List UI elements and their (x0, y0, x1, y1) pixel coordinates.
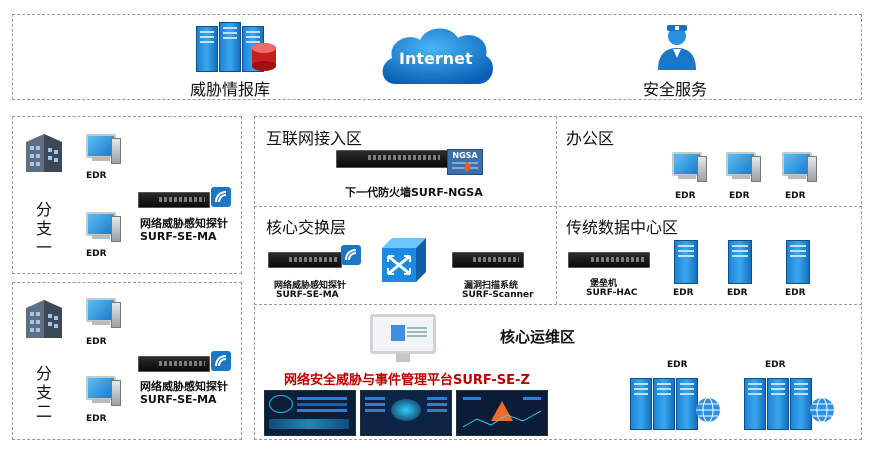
edr-computer-icon (86, 212, 121, 242)
core-switch-zone-title: 核心交换层 (266, 218, 347, 237)
security-service-icon (658, 25, 696, 70)
server-icon (728, 240, 752, 284)
core-switch-icon (382, 238, 426, 282)
platform-label: 网络安全威胁与事件管理平台SURF-SE-Z (284, 373, 530, 388)
probe-badge-icon (341, 245, 361, 265)
edr-computer-icon (86, 298, 121, 328)
dashboard-thumbnail (264, 390, 356, 436)
dashboard-thumbnail (360, 390, 452, 436)
ngsa-badge-text: NGSA (452, 151, 478, 160)
edr-computer-icon (672, 152, 707, 182)
hq-zone (254, 116, 862, 440)
dc-zone-title: 传统数据中心区 (566, 218, 679, 237)
branch1-zone (12, 116, 242, 274)
scanner-device-icon (452, 252, 524, 268)
ngsa-badge-icon: NGSA (447, 149, 483, 175)
edr-label: EDR (667, 360, 688, 370)
dashboard-thumbnail (456, 390, 548, 436)
edr-label: EDR (785, 191, 806, 201)
probe-model-label: SURF-SE-MA (276, 290, 339, 300)
threat-db-label: 威胁情报库 (190, 80, 271, 99)
edr-label: EDR (86, 249, 107, 259)
firewall-device-icon (336, 150, 448, 168)
probe-name-label: 网络威胁感知探针 (140, 380, 228, 393)
security-service-label: 安全服务 (643, 80, 708, 99)
server-icon (786, 240, 810, 284)
edr-computer-icon (782, 152, 817, 182)
internet-zone-title: 互联网接入区 (266, 129, 363, 148)
edr-computer-icon (86, 134, 121, 164)
edr-label: EDR (765, 360, 786, 370)
bastion-device-icon (568, 252, 650, 268)
internet-label: Internet (399, 49, 473, 68)
edr-label: EDR (785, 288, 806, 298)
divider (254, 206, 862, 207)
probe-badge-icon (211, 351, 231, 371)
divider (556, 116, 557, 304)
probe-model-label: SURF-SE-MA (140, 230, 217, 243)
office-zone-title: 办公区 (566, 129, 615, 148)
edr-label: EDR (727, 288, 748, 298)
bastion-name-label: 堡垒机 (590, 279, 618, 289)
probe-badge-icon (211, 187, 231, 207)
firewall-label: 下一代防火墙SURF-NGSA (345, 186, 483, 199)
bastion-model-label: SURF-HAC (586, 288, 638, 298)
server-icon (674, 240, 698, 284)
scanner-model-label: SURF-Scanner (462, 290, 534, 300)
edr-computer-icon (86, 376, 121, 406)
probe-device-icon (268, 252, 342, 268)
edr-label: EDR (86, 171, 107, 181)
building-icon (24, 132, 62, 172)
edr-label: EDR (673, 288, 694, 298)
divider (254, 304, 862, 305)
branch2-zone (12, 282, 242, 440)
edr-label: EDR (729, 191, 750, 201)
probe-device-icon (138, 192, 210, 208)
imac-icon (370, 314, 438, 364)
probe-name-label: 网络威胁感知探针 (140, 217, 228, 230)
internet-cloud-icon (382, 28, 493, 84)
probe-name-label: 网络威胁感知探针 (274, 281, 347, 291)
ops-zone-title: 核心运维区 (500, 328, 576, 346)
edr-computer-icon (726, 152, 761, 182)
edr-label: EDR (86, 414, 107, 424)
probe-device-icon (138, 356, 210, 372)
building-icon (24, 298, 62, 338)
probe-model-label: SURF-SE-MA (140, 393, 217, 406)
top-band (12, 14, 862, 100)
edr-label: EDR (86, 337, 107, 347)
edr-label: EDR (675, 191, 696, 201)
scanner-name-label: 漏洞扫描系统 (464, 281, 519, 291)
branch1-label: 分支一 (36, 200, 53, 257)
branch2-label: 分支二 (36, 364, 53, 421)
